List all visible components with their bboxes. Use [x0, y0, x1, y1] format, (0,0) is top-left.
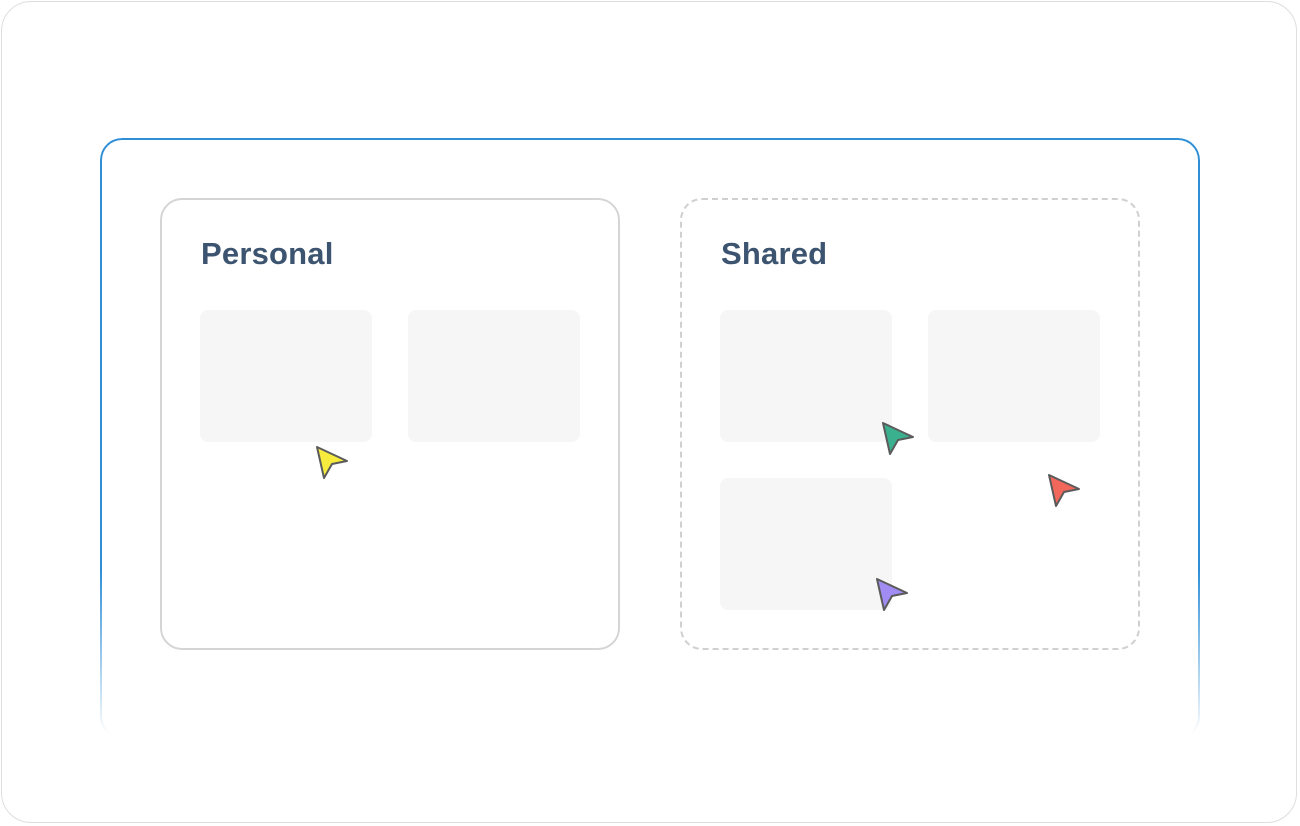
shared-panel[interactable]: Shared	[680, 198, 1140, 650]
personal-tile[interactable]	[408, 310, 580, 442]
cursor-pointer-icon	[1048, 474, 1080, 507]
shared-tile[interactable]	[720, 478, 892, 610]
cursor-pointer-icon	[876, 578, 908, 611]
shared-tile[interactable]	[720, 310, 892, 442]
cursor-pointer-icon	[882, 422, 914, 455]
cursor-pointer-icon	[316, 446, 348, 479]
personal-panel[interactable]: Personal	[160, 198, 620, 650]
personal-panel-title: Personal	[201, 236, 334, 271]
shared-tile[interactable]	[928, 310, 1100, 442]
personal-tile[interactable]	[200, 310, 372, 442]
shared-panel-title: Shared	[721, 236, 828, 271]
